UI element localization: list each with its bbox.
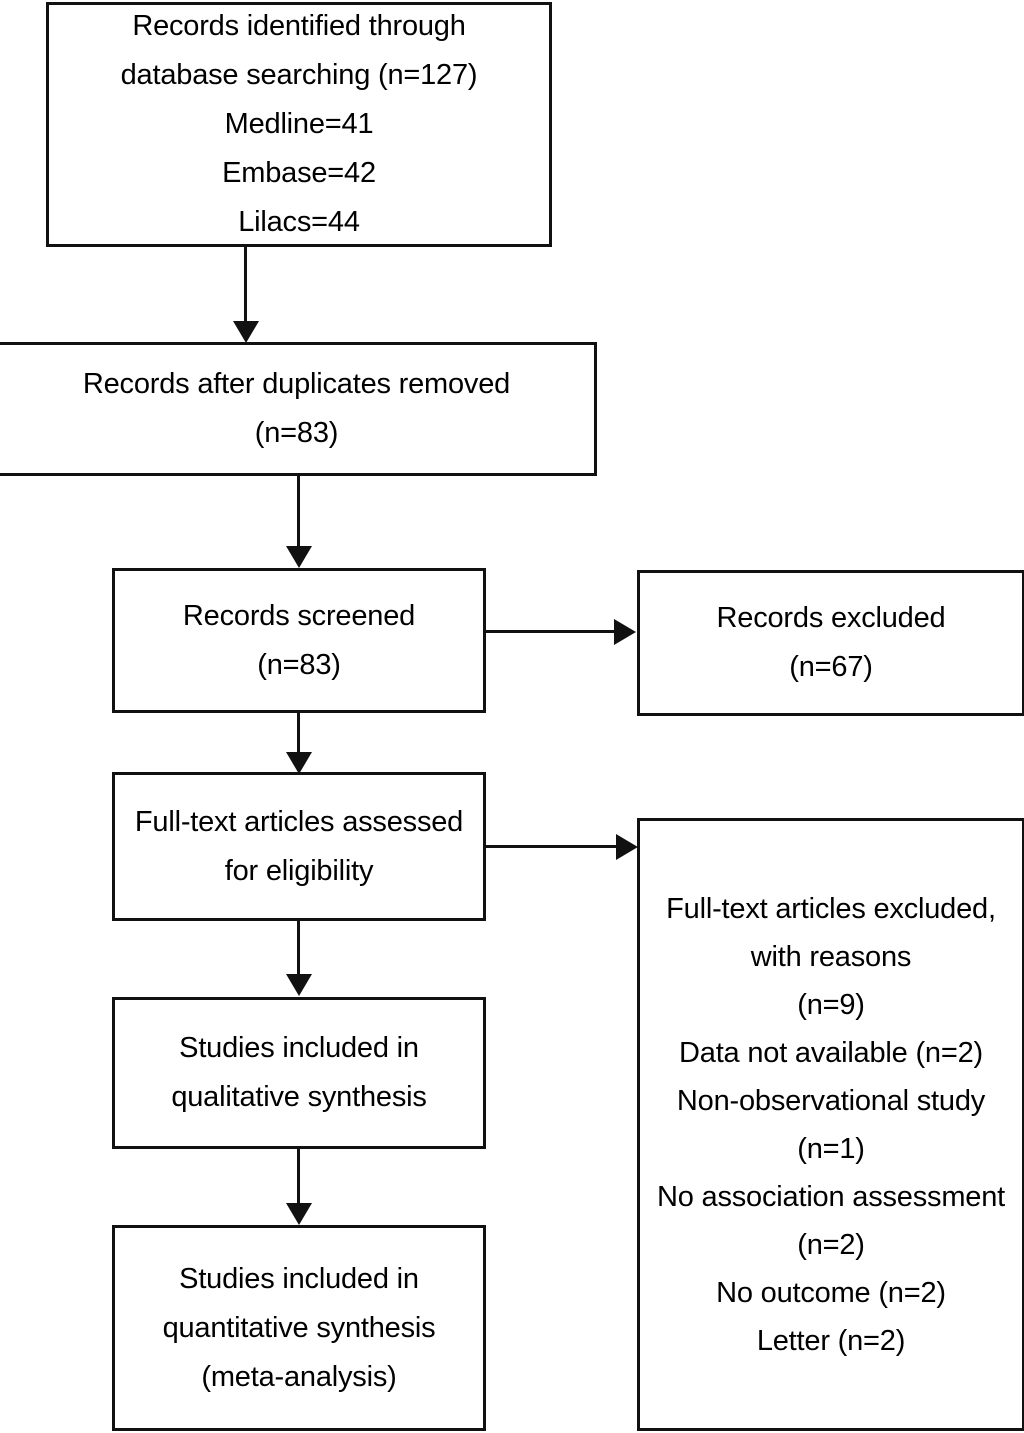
arrow-head-right-icon xyxy=(614,619,636,645)
qualitative-synthesis-line-1: Studies included in xyxy=(179,1032,419,1064)
arrow-duplicates-to-screened xyxy=(286,476,327,570)
fulltext-excluded-reason-2-count: (n=1) xyxy=(797,1132,865,1165)
fulltext-excluded-reason-3: No association assessment xyxy=(657,1180,1005,1213)
arrow-stem xyxy=(244,245,247,325)
records-screened-line-2: (n=83) xyxy=(257,648,341,681)
arrow-stem xyxy=(297,921,300,978)
arrow-screened-to-records-excluded xyxy=(486,619,641,660)
arrow-stem xyxy=(297,476,300,550)
records-identified-box: Records identified through database sear… xyxy=(46,2,552,247)
records-excluded-line-2: (n=67) xyxy=(789,651,873,683)
records-identified-line-4: Embase=42 xyxy=(222,157,376,189)
records-screened-line-1: Records screened xyxy=(182,599,416,632)
arrow-fulltext-to-fulltext-excluded xyxy=(486,834,644,875)
fulltext-excluded-reason-4: No outcome (n=2) xyxy=(716,1276,946,1309)
records-after-duplicates-removed-box: Records after duplicates removed (n=83) xyxy=(0,342,597,476)
records-excluded-line-1: Records excluded xyxy=(716,602,946,634)
fulltext-assessed-line-1: Full-text articles assessed xyxy=(134,805,464,838)
fulltext-excluded-reason-3-count: (n=2) xyxy=(797,1228,865,1261)
quantitative-synthesis-line-1: Studies included in xyxy=(179,1262,419,1295)
records-identified-line-5: Lilacs=44 xyxy=(238,206,360,238)
quantitative-synthesis-line-3: (meta-analysis) xyxy=(201,1360,397,1393)
arrow-stem xyxy=(486,630,618,633)
arrow-head-right-icon xyxy=(616,834,638,860)
quantitative-synthesis-box: Studies included in quantitative synthes… xyxy=(112,1225,486,1431)
arrow-stem xyxy=(486,845,620,848)
arrow-stem xyxy=(297,713,300,756)
fulltext-excluded-box: Full-text articles excluded, with reason… xyxy=(637,818,1024,1431)
fulltext-excluded-line-1: Full-text articles excluded, xyxy=(666,892,996,925)
arrow-identified-to-duplicates xyxy=(233,245,274,344)
quantitative-synthesis-line-2: quantitative synthesis xyxy=(162,1311,436,1344)
arrow-head-down-icon xyxy=(286,974,312,996)
records-identified-line-2: database searching (n=127) xyxy=(120,59,478,91)
fulltext-excluded-line-2: with reasons xyxy=(750,940,912,973)
arrow-fulltext-to-qualitative xyxy=(286,921,327,1001)
arrow-head-down-icon xyxy=(233,321,259,343)
records-after-duplicates-line-2: (n=83) xyxy=(254,417,339,449)
arrow-qualitative-to-quantitative xyxy=(286,1149,327,1229)
fulltext-excluded-reason-5: Letter (n=2) xyxy=(756,1324,906,1357)
records-identified-line-1: Records identified through xyxy=(132,10,466,42)
arrow-head-down-icon xyxy=(286,1203,312,1225)
records-after-duplicates-line-1: Records after duplicates removed xyxy=(82,368,511,400)
qualitative-synthesis-box: Studies included in qualitative synthesi… xyxy=(112,997,486,1149)
fulltext-assessed-box: Full-text articles assessed for eligibil… xyxy=(112,772,486,921)
fulltext-excluded-line-3: (n=9) xyxy=(797,988,865,1021)
records-identified-line-3: Medline=41 xyxy=(224,108,374,140)
arrow-head-down-icon xyxy=(286,752,312,774)
fulltext-assessed-line-2: for eligibility xyxy=(224,854,374,887)
arrow-stem xyxy=(297,1149,300,1207)
fulltext-excluded-reason-2: Non-observational study xyxy=(676,1084,986,1117)
records-excluded-box: Records excluded (n=67) xyxy=(637,570,1024,716)
qualitative-synthesis-line-2: qualitative synthesis xyxy=(171,1081,427,1113)
arrow-head-down-icon xyxy=(286,546,312,568)
records-screened-box: Records screened (n=83) xyxy=(112,568,486,713)
fulltext-excluded-reason-1: Data not available (n=2) xyxy=(679,1036,983,1069)
arrow-screened-to-fulltext xyxy=(286,713,327,775)
